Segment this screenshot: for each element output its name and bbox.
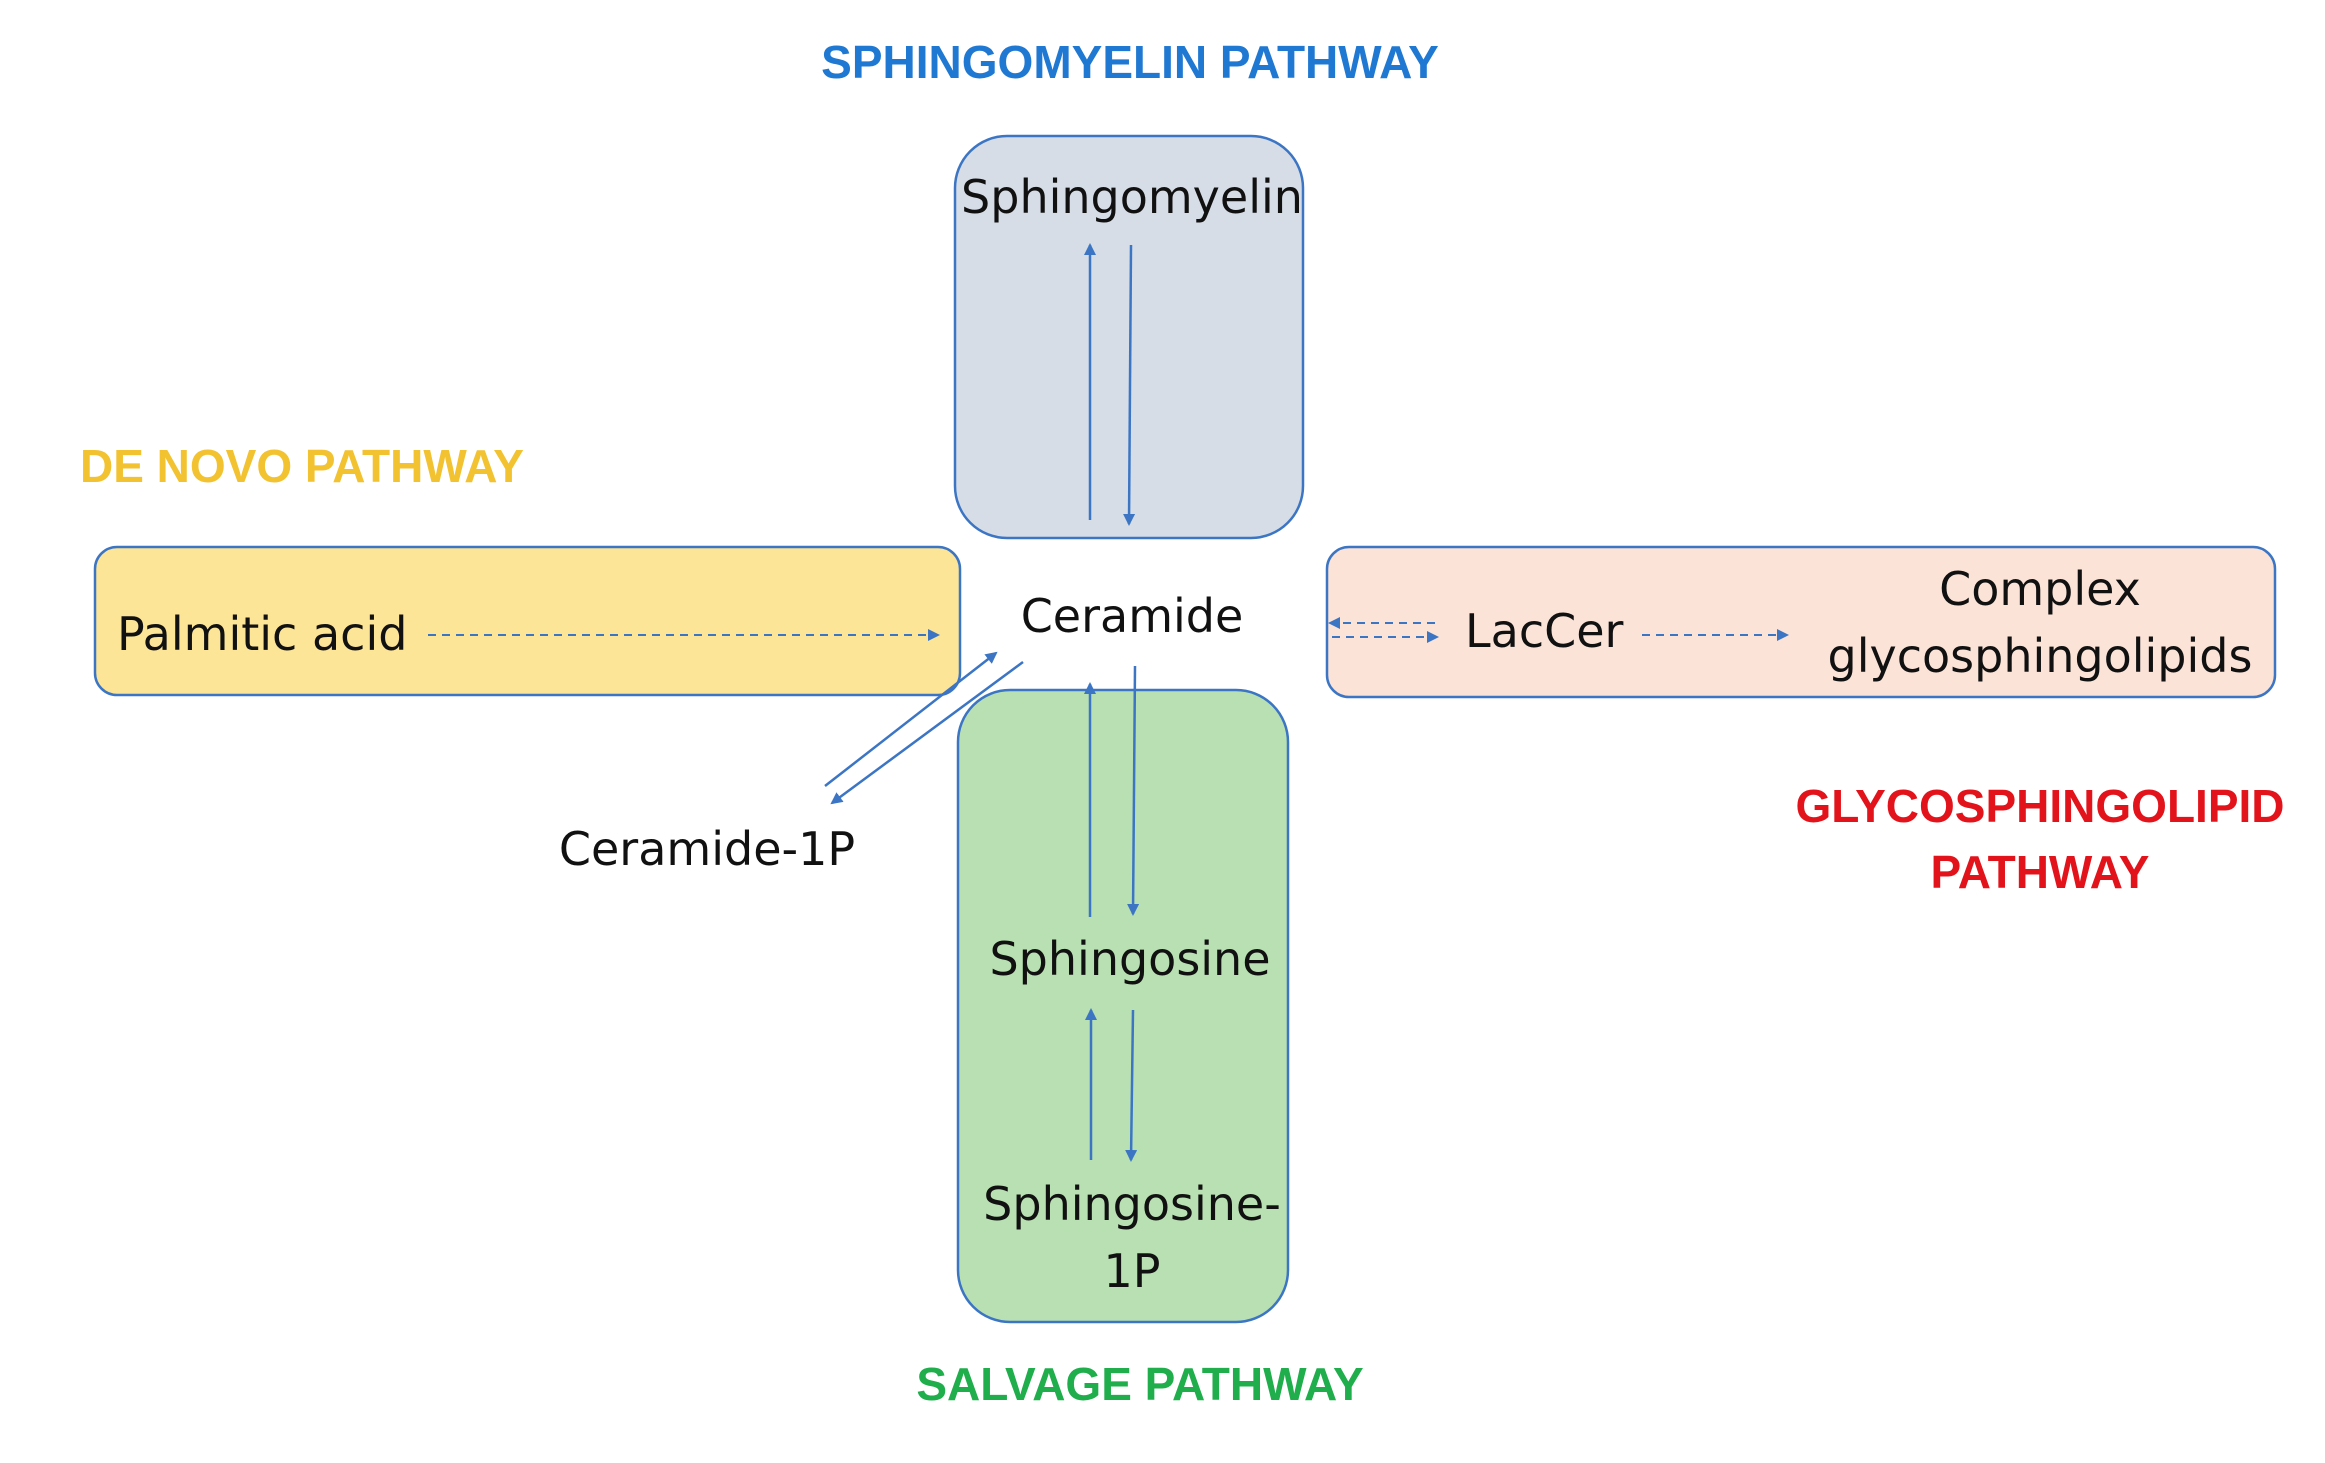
node-ceramide: Ceramide [1021, 589, 1244, 643]
node-palmitic-acid: Palmitic acid [117, 607, 407, 661]
arrow-sphingomyelin-to-ceramide [1123, 244, 1136, 526]
node-sphingosine-1p-line2: 1P [1103, 1244, 1160, 1298]
node-sphingosine-1p-line1: Sphingosine- [983, 1177, 1281, 1231]
arrow-ceramide-1p-to-ceramide [824, 651, 998, 787]
node-complex-glycosphingolipids-line2: glycosphingolipids [1828, 629, 2253, 683]
glycosphingolipid-pathway-title-line1: GLYCOSPHINGOLIPID [1795, 780, 2284, 832]
de-novo-pathway-title: DE NOVO PATHWAY [80, 440, 524, 492]
salvage-box [956, 688, 1290, 1324]
node-sphingosine: Sphingosine [989, 932, 1270, 986]
node-complex-glycosphingolipids-line1: Complex [1939, 562, 2141, 616]
sphingomyelin-pathway-title: SPHINGOMYELIN PATHWAY [821, 36, 1439, 88]
salvage-pathway-title: SALVAGE PATHWAY [916, 1358, 1363, 1410]
arrow-ceramide-to-ceramide-1p [830, 660, 1024, 805]
arrow-sphingosine-to-sphingosine-1p [1125, 1009, 1138, 1162]
arrow-ceramide-to-sphingosine [1127, 665, 1140, 916]
sphingomyelin-box [953, 134, 1305, 540]
node-laccer: LacCer [1465, 604, 1624, 658]
glycosphingolipid-box [1325, 545, 2277, 699]
node-ceramide-1p: Ceramide-1P [559, 822, 855, 876]
node-sphingomyelin: Sphingomyelin [961, 170, 1303, 224]
glycosphingolipid-pathway-title-line2: PATHWAY [1931, 846, 2150, 898]
de-novo-box [93, 545, 962, 697]
